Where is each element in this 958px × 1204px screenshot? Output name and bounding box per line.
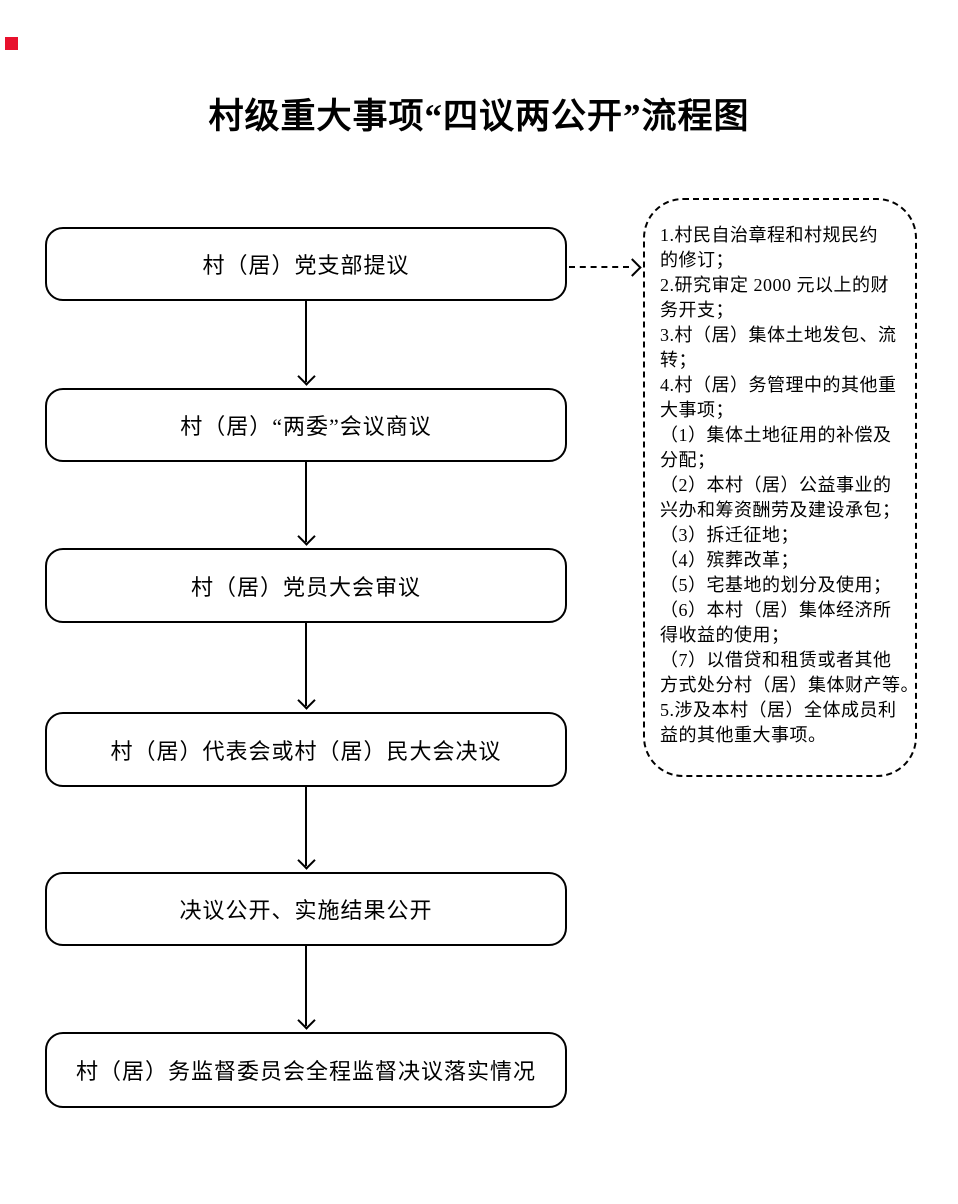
side-panel-line: （3）拆迁征地； (660, 525, 799, 545)
arrow-shaft (305, 300, 307, 382)
side-panel-line: 方式处分村（居）集体财产等。 (660, 675, 919, 695)
flow-step-6: 村（居）务监督委员会全程监督决议落实情况 (45, 1032, 567, 1108)
flow-step-4: 村（居）代表会或村（居）民大会决议 (45, 712, 567, 787)
flow-step-2: 村（居）“两委”会议商议 (45, 388, 567, 462)
side-panel: 1.村民自治章程和村规民约的修订； 2.研究审定 2000 元以上的财务开支； 3.… (643, 198, 919, 777)
side-panel-line: （7）以借贷和租赁或者其他 (660, 650, 892, 670)
page-title: 村级重大事项“四议两公开”流程图 (208, 97, 750, 136)
flow-step-label: 村（居）“两委”会议商议 (180, 414, 432, 439)
flow-step-label: 村（居）代表会或村（居）民大会决议 (110, 738, 502, 764)
side-panel-line: 2.研究审定 2000 元以上的财 (660, 275, 889, 295)
side-panel-line: 3.村（居）集体土地发包、流 (660, 325, 897, 345)
arrow-shaft (569, 266, 629, 268)
red-marker (5, 37, 18, 50)
side-panel-line: 的修订； (660, 250, 734, 270)
side-panel-line: 分配； (660, 450, 716, 470)
side-panel-line: 大事项； (660, 400, 734, 420)
side-panel-line: 益的其他重大事项。 (660, 725, 827, 745)
flow-step-1: 村（居）党支部提议 (45, 227, 567, 301)
side-panel-line: （6）本村（居）集体经济所 (660, 600, 892, 620)
side-panel-line: 务开支； (660, 300, 734, 320)
side-panel-line: 1.村民自治章程和村规民约 (660, 225, 878, 245)
right-arrowhead-icon (623, 258, 642, 277)
flow-step-label: 村（居）党支部提议 (202, 253, 410, 278)
arrow-shaft (305, 945, 307, 1026)
down-arrowhead-icon (297, 691, 316, 710)
flow-step-label: 决议公开、实施结果公开 (179, 898, 433, 923)
side-panel-line: 转； (660, 350, 697, 370)
down-arrowhead-icon (297, 1011, 316, 1030)
side-panel-line: 兴办和筹资酬劳及建设承包； (660, 500, 901, 520)
side-panel-line: （2）本村（居）公益事业的 (660, 475, 892, 495)
flow-step-label: 村（居）党员大会审议 (190, 574, 421, 600)
side-panel-lines: 1.村民自治章程和村规民约的修订； 2.研究审定 2000 元以上的财务开支； 3.… (660, 223, 919, 748)
flow-step-3: 村（居）党员大会审议 (45, 548, 567, 623)
side-panel-line: （1）集体土地征用的补偿及 (660, 425, 892, 445)
side-panel-line: 4.村（居）务管理中的其他重 (660, 375, 897, 395)
side-panel-line: 5.涉及本村（居）全体成员利 (660, 700, 897, 720)
down-arrowhead-icon (297, 851, 316, 870)
arrow-shaft (305, 785, 307, 866)
arrow-shaft (305, 461, 307, 542)
flow-step-label: 村（居）务监督委员会全程监督决议落实情况 (75, 1059, 536, 1084)
flow-step-5: 决议公开、实施结果公开 (45, 872, 567, 946)
side-panel-line: （5）宅基地的划分及使用； (660, 575, 892, 595)
side-panel-line: 得收益的使用； (660, 625, 790, 645)
arrow-shaft (305, 622, 307, 706)
down-arrowhead-icon (297, 367, 316, 386)
side-panel-line: （4）殡葬改革； (660, 550, 799, 570)
down-arrowhead-icon (297, 527, 316, 546)
